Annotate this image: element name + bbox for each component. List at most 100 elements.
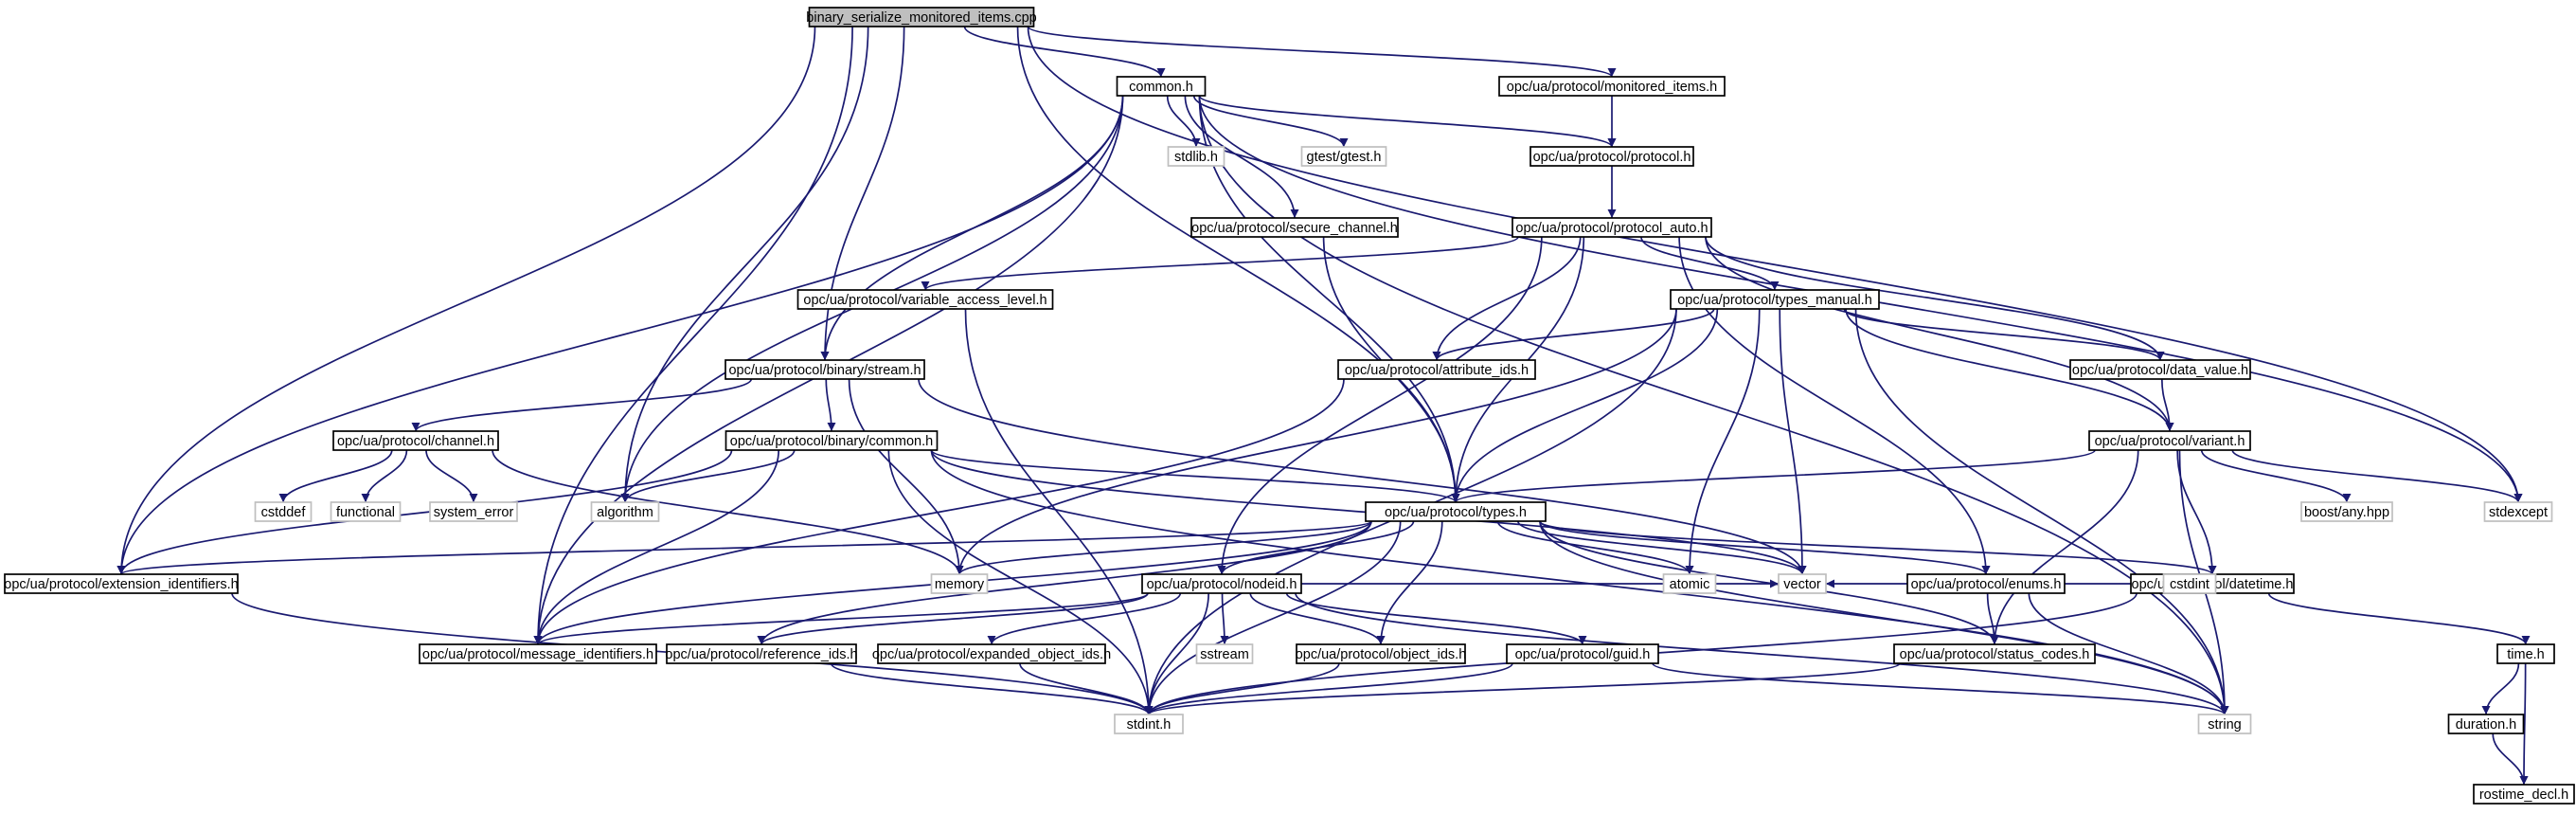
edge-root-to-stdexcept xyxy=(1027,26,2523,503)
node-box-rostime-decl-h xyxy=(2473,784,2575,805)
node-cstdint: cstdint xyxy=(2162,573,2217,594)
edge-types_manual-to-data_value xyxy=(1843,308,2165,361)
node-box-opc-ua-protocol-variable-access-level-h xyxy=(796,289,1054,310)
edge-binary_common-to-stdint xyxy=(887,449,1154,715)
edge-channel-to-system_error xyxy=(425,449,478,503)
node-stdint-h: stdint.h xyxy=(1114,714,1184,734)
node-stdlib-h: stdlib.h xyxy=(1167,146,1225,167)
node-box-common-h xyxy=(1116,76,1207,97)
node-opc-ua-protocol-secure-channel-h[interactable]: opc/ua/protocol/secure_channel.h xyxy=(1190,217,1399,238)
edge-types_manual-to-string xyxy=(1854,308,2229,715)
node-opc-ua-protocol-enums-h[interactable]: opc/ua/protocol/enums.h xyxy=(1906,573,2066,594)
node-label: opc/ua/protocol/object_ids.h xyxy=(1296,647,1467,662)
node-label: opc/ua/protocol/protocol.h xyxy=(1533,150,1691,165)
node-opc-ua-protocol-variant-h[interactable]: opc/ua/protocol/variant.h xyxy=(2088,430,2251,451)
node-box-time-h xyxy=(2496,643,2555,664)
node-box-string xyxy=(2197,714,2252,734)
edge-types_manual-to-variant xyxy=(1845,308,2174,432)
edge-types-to-stdint xyxy=(1144,520,1402,715)
node-opc-ua-protocol-reference-ids-h[interactable]: opc/ua/protocol/reference_ids.h xyxy=(665,643,858,664)
node-opc-ua-protocol-data-value-h[interactable]: opc/ua/protocol/data_value.h xyxy=(2069,359,2251,380)
node-label: opc/ua/protocol/variable_access_level.h xyxy=(803,293,1046,308)
node-box-opc-ua-protocol-object-ids-h xyxy=(1296,643,1466,664)
edge-root-to-extension_identifiers xyxy=(116,26,816,575)
node-label: memory xyxy=(935,577,985,592)
edge-variable_access_level-to-stdint xyxy=(964,308,1154,715)
node-label: opc/ua/protocol/status_codes.h xyxy=(1900,647,2090,662)
node-rostime-decl-h[interactable]: rostime_decl.h xyxy=(2473,784,2575,805)
edge-common-to-protocol xyxy=(1198,95,1617,148)
edge-nodeid-to-guid xyxy=(1285,592,1587,645)
node-opc-ua-protocol-message-identifiers-h[interactable]: opc/ua/protocol/message_identifiers.h xyxy=(419,643,657,664)
node-opc-ua-protocol-object-ids-h[interactable]: opc/ua/protocol/object_ids.h xyxy=(1296,643,1467,664)
node-boost-any-hpp: boost/any.hpp xyxy=(2300,501,2393,522)
edge-nodeid-to-object_ids xyxy=(1249,592,1386,645)
node-box-boost-any-hpp xyxy=(2300,501,2393,522)
node-box-binary-serialize-monitored-items-cpp xyxy=(808,7,1035,27)
edge-nodeid-to-stdint xyxy=(1144,592,1209,715)
node-box-opc-ua-protocol-attribute-ids-h xyxy=(1337,359,1536,380)
edge-data_value-to-variant xyxy=(2160,378,2174,432)
edge-protocol_auto-to-data_value xyxy=(1705,236,2165,361)
node-box-atomic xyxy=(1662,573,1717,594)
edge-status_codes-to-stdint xyxy=(1144,662,1901,715)
node-opc-ua-protocol-monitored-items-h[interactable]: opc/ua/protocol/monitored_items.h xyxy=(1498,76,1726,97)
node-opc-ua-protocol-types-h[interactable]: opc/ua/protocol/types.h xyxy=(1365,501,1547,522)
edge-root-to-binary_stream xyxy=(820,26,905,361)
node-box-system-error xyxy=(429,501,518,522)
node-box-opc-ua-protocol-binary-common-h xyxy=(724,430,939,451)
node-box-opc-ua-protocol-data-value-h xyxy=(2069,359,2251,380)
node-opc-ua-protocol-status-codes-h[interactable]: opc/ua/protocol/status_codes.h xyxy=(1893,643,2096,664)
node-label: opc/ua/protocol/message_identifiers.h xyxy=(422,647,653,662)
node-sstream: sstream xyxy=(1195,643,1254,664)
node-box-stdlib-h xyxy=(1167,146,1225,167)
node-label: opc/ua/protocol/types.h xyxy=(1385,505,1527,520)
edge-root-to-message_identifiers xyxy=(533,26,853,645)
node-opc-ua-protocol-protocol-h[interactable]: opc/ua/protocol/protocol.h xyxy=(1530,146,1694,167)
edge-types-to-object_ids xyxy=(1376,520,1443,645)
node-box-opc-ua-protocol-reference-ids-h xyxy=(666,643,857,664)
node-opc-ua-protocol-channel-h[interactable]: opc/ua/protocol/channel.h xyxy=(332,430,499,451)
node-common-h[interactable]: common.h xyxy=(1116,76,1207,97)
node-opc-ua-protocol-binary-stream-h[interactable]: opc/ua/protocol/binary/stream.h xyxy=(724,359,925,380)
node-label: time.h xyxy=(2507,647,2545,662)
edge-guid-to-stdint xyxy=(1144,662,1513,715)
node-opc-ua-protocol-expanded-object-ids-h[interactable]: opc/ua/protocol/expanded_object_ids.h xyxy=(872,643,1111,664)
node-box-algorithm xyxy=(590,501,660,522)
edge-binary_common-to-algorithm xyxy=(620,449,796,503)
node-opc-ua-protocol-binary-common-h[interactable]: opc/ua/protocol/binary/common.h xyxy=(724,430,939,451)
node-opc-ua-protocol-attribute-ids-h[interactable]: opc/ua/protocol/attribute_ids.h xyxy=(1337,359,1536,380)
node-time-h[interactable]: time.h xyxy=(2496,643,2555,664)
node-opc-ua-protocol-protocol-auto-h[interactable]: opc/ua/protocol/protocol_auto.h xyxy=(1512,217,1712,238)
edge-variant-to-stdexcept xyxy=(2231,449,2523,503)
node-opc-ua-protocol-types-manual-h[interactable]: opc/ua/protocol/types_manual.h xyxy=(1670,289,1880,310)
edge-expanded_object_ids-to-stdint xyxy=(1019,662,1154,715)
edge-types_manual-to-memory xyxy=(955,308,1677,575)
node-label: opc/ua/protocol/enums.h xyxy=(1911,577,2062,592)
node-duration-h[interactable]: duration.h xyxy=(2447,714,2525,734)
node-opc-ua-protocol-extension-identifiers-h[interactable]: opc/ua/protocol/extension_identifiers.h xyxy=(4,573,239,594)
node-label: vector xyxy=(1783,577,1821,592)
node-opc-ua-protocol-guid-h[interactable]: opc/ua/protocol/guid.h xyxy=(1506,643,1659,664)
node-label: gtest/gtest.h xyxy=(1307,150,1382,165)
edge-protocol_auto-to-variable_access_level xyxy=(921,236,1519,291)
dependency-edges xyxy=(116,26,2531,786)
node-cstddef: cstddef xyxy=(254,501,313,522)
edge-types-to-vector xyxy=(1517,520,1807,575)
edge-guid-to-string xyxy=(1652,662,2229,715)
node-binary-serialize-monitored-items-cpp[interactable]: binary_serialize_monitored_items.cpp xyxy=(806,7,1037,27)
node-box-opc-ua-protocol-status-codes-h xyxy=(1893,643,2096,664)
node-label: stdexcept xyxy=(2489,505,2548,520)
edge-root-to-algorithm xyxy=(620,26,869,503)
node-opc-ua-protocol-nodeid-h[interactable]: opc/ua/protocol/nodeid.h xyxy=(1141,573,1302,594)
node-stdexcept: stdexcept xyxy=(2483,501,2553,522)
edge-root-to-common xyxy=(963,26,1166,78)
edge-channel-to-memory xyxy=(492,449,964,575)
node-label: opc/ua/protocol/binary/stream.h xyxy=(728,363,921,378)
node-box-memory xyxy=(930,573,989,594)
edge-binary_stream-to-binary_common xyxy=(825,378,836,432)
node-opc-ua-protocol-variable-access-level-h[interactable]: opc/ua/protocol/variable_access_level.h xyxy=(796,289,1054,310)
edge-types-to-extension_identifiers xyxy=(116,520,1372,575)
node-box-opc-ua-protocol-message-identifiers-h xyxy=(419,643,657,664)
edge-types-to-atomic xyxy=(1496,520,1694,575)
